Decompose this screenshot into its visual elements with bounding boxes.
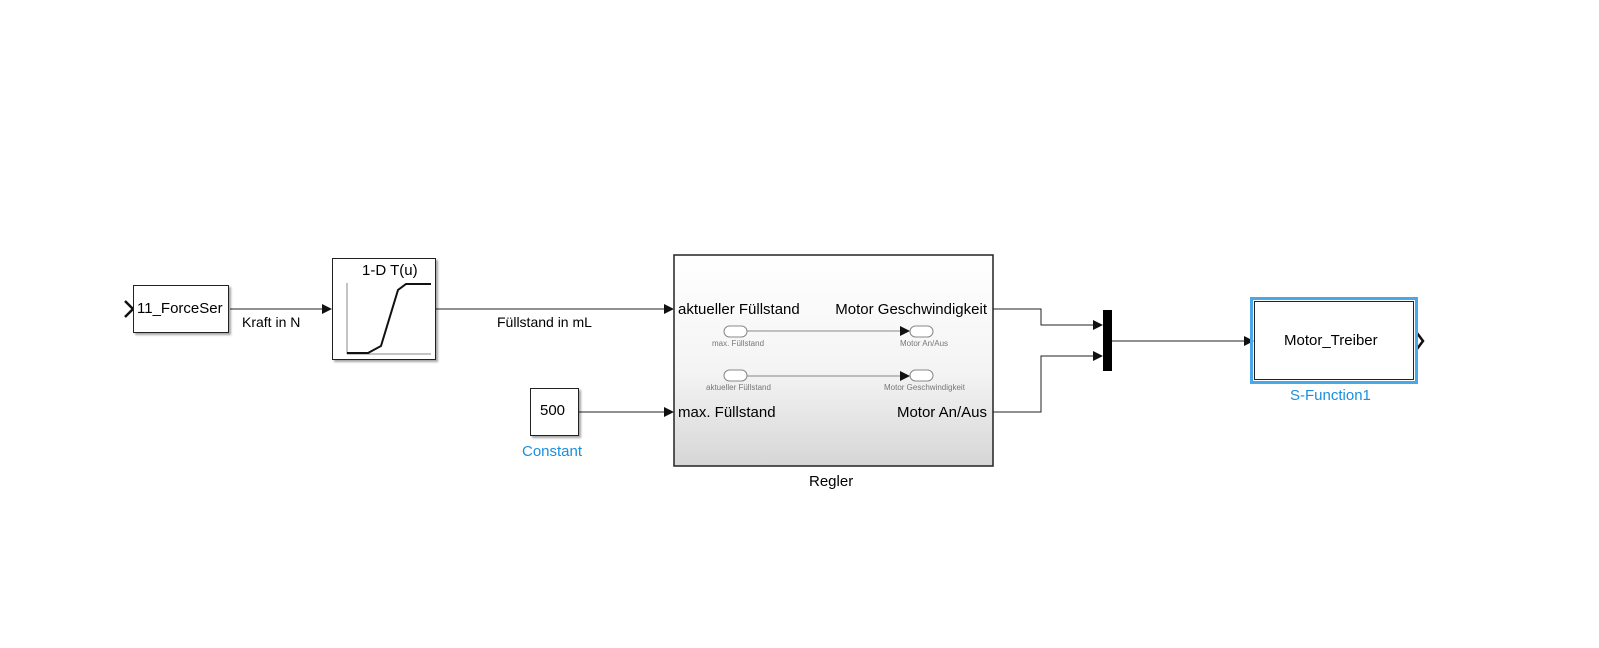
force-sensor-input-port[interactable] xyxy=(124,300,135,318)
mux-block[interactable] xyxy=(1103,310,1112,371)
lookup-table-name: 1-D T(u) xyxy=(362,262,418,279)
constant-label[interactable]: Constant xyxy=(522,443,583,460)
regler-output-motor-geschwindigkeit: Motor Geschwindigkeit xyxy=(835,301,987,318)
sfunction-output-port[interactable] xyxy=(1416,332,1425,350)
sfunction-label[interactable]: S-Function1 xyxy=(1290,387,1371,404)
regler-input-aktueller-fuellstand: aktueller Füllstand xyxy=(678,301,800,318)
signal-label-kraft[interactable]: Kraft in N xyxy=(242,314,301,330)
sfunction-name: Motor_Treiber xyxy=(1284,332,1378,349)
regler-body[interactable] xyxy=(673,254,994,467)
sfunction-block[interactable]: Motor_Treiber xyxy=(1254,301,1414,380)
sfunction-selection-frame xyxy=(1250,297,1418,384)
signal-label-fuellstand[interactable]: Füllstand in mL xyxy=(497,314,592,330)
constant-value: 500 xyxy=(540,402,566,419)
regler-inner-label-max-fuellstand: max. Füllstand xyxy=(712,339,765,348)
regler-label[interactable]: Regler xyxy=(809,473,854,490)
regler-output-motor-an-aus: Motor An/Aus xyxy=(896,404,987,421)
regler-inner-label-aktueller-fuellstand: aktueller Füllstand xyxy=(706,383,771,392)
signal-line-motor-an-aus[interactable] xyxy=(993,351,1103,413)
regler-internal-links xyxy=(723,325,934,382)
lookup-curve-icon xyxy=(346,283,431,355)
signal-line-motor-geschwindigkeit[interactable] xyxy=(993,308,1103,330)
regler-inner-label-motor-an-aus: Motor An/Aus xyxy=(900,339,949,348)
force-sensor-block[interactable]: 11_ForceSer xyxy=(133,285,229,333)
lookup-table-block[interactable]: 1-D T(u) xyxy=(332,258,436,360)
constant-block[interactable]: 500 xyxy=(530,388,579,436)
regler-input-max-fuellstand: max. Füllstand xyxy=(678,404,776,421)
force-sensor-name: 11_ForceSer xyxy=(137,300,223,317)
regler-inner-label-motor-geschwindigkeit: Motor Geschwindigkeit xyxy=(884,383,965,392)
